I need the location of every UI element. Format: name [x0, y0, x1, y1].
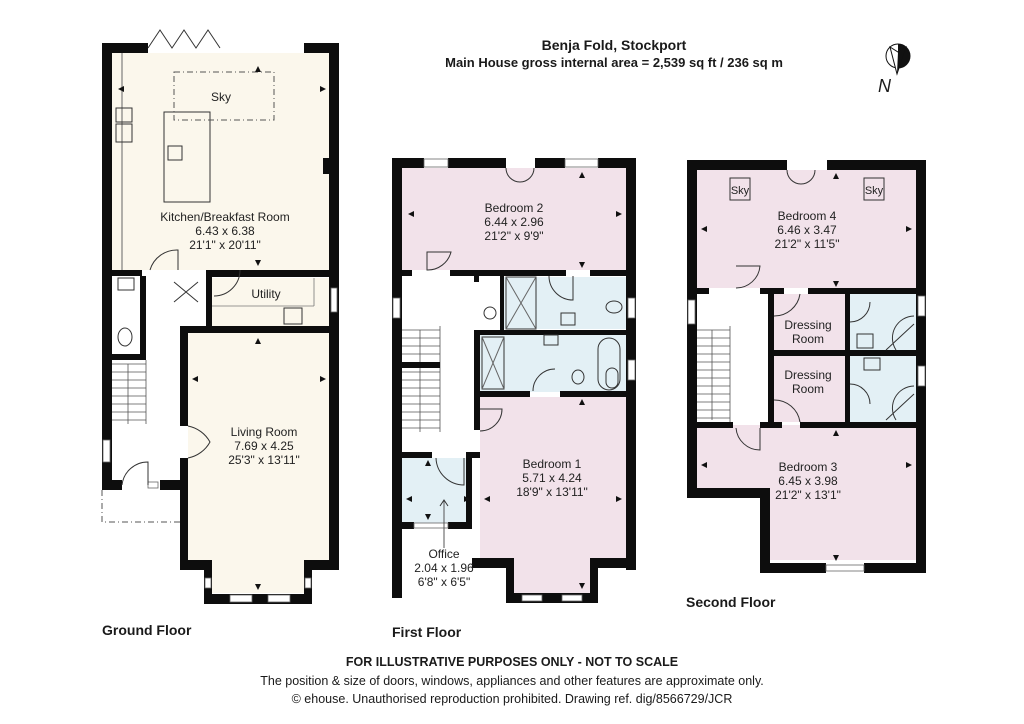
office-metric: 2.04 x 1.96: [414, 561, 474, 575]
bedroom4-name: Bedroom 4: [778, 209, 837, 223]
bedroom1-imperial: 18'9" x 13'11": [516, 485, 588, 499]
dressing-room-1-name: Dressing: [784, 318, 831, 332]
bedroom2-metric: 6.44 x 2.96: [484, 215, 544, 229]
ground-floor-plan: Sky Kitchen/Breakfast Room 6.43 x 6.38 2…: [101, 29, 339, 604]
north-label: N: [878, 76, 891, 96]
plan-title: Benja Fold, Stockport: [541, 37, 687, 53]
bedroom3-imperial: 21'2" x 13'1": [775, 488, 841, 502]
bedroom1-name: Bedroom 1: [523, 457, 582, 471]
kitchen-name: Kitchen/Breakfast Room: [160, 210, 289, 224]
skylight-label: Sky: [211, 90, 231, 104]
skylight-right-label: Sky: [865, 185, 884, 197]
bedroom4-metric: 6.46 x 3.47: [777, 223, 837, 237]
bedroom3-metric: 6.45 x 3.98: [778, 474, 838, 488]
dressing-room-2-name2: Room: [792, 382, 824, 396]
utility-name: Utility: [251, 287, 280, 301]
copyright: © ehouse. Unauthorised reproduction proh…: [291, 692, 733, 706]
bedroom2-imperial: 21'2" x 9'9": [484, 229, 543, 243]
bedroom4-imperial: 21'2" x 11'5": [775, 237, 840, 251]
approximation-note: The position & size of doors, windows, a…: [260, 674, 764, 688]
first-floor-plan: Bedroom 2 6.44 x 2.96 21'2" x 9'9" Bedro…: [392, 158, 636, 603]
living-metric: 7.69 x 4.25: [234, 439, 294, 453]
second-floor-label: Second Floor: [686, 594, 776, 610]
disclaimer: FOR ILLUSTRATIVE PURPOSES ONLY - NOT TO …: [345, 655, 679, 669]
gross-area: Main House gross internal area = 2,539 s…: [445, 55, 783, 70]
dressing-room-1-name2: Room: [792, 332, 824, 346]
ground-floor-label: Ground Floor: [102, 622, 192, 638]
skylight-left-label: Sky: [731, 185, 750, 197]
bedroom1-metric: 5.71 x 4.24: [522, 471, 582, 485]
second-floor-plan: Sky Sky Bedroom 4 6.46 x 3.47 21'2" x 11…: [687, 160, 926, 573]
kitchen-imperial: 21'1" x 20'11": [189, 238, 261, 252]
bedroom3-name: Bedroom 3: [779, 460, 838, 474]
dressing-room-2-name: Dressing: [784, 368, 831, 382]
first-floor-label: First Floor: [392, 624, 462, 640]
office-name: Office: [428, 547, 459, 561]
living-name: Living Room: [231, 425, 298, 439]
living-imperial: 25'3" x 13'11": [228, 453, 300, 467]
office-imperial: 6'8" x 6'5": [418, 575, 470, 589]
north-arrow-icon: [885, 43, 911, 76]
kitchen-metric: 6.43 x 6.38: [195, 224, 255, 238]
bedroom2-name: Bedroom 2: [485, 201, 544, 215]
